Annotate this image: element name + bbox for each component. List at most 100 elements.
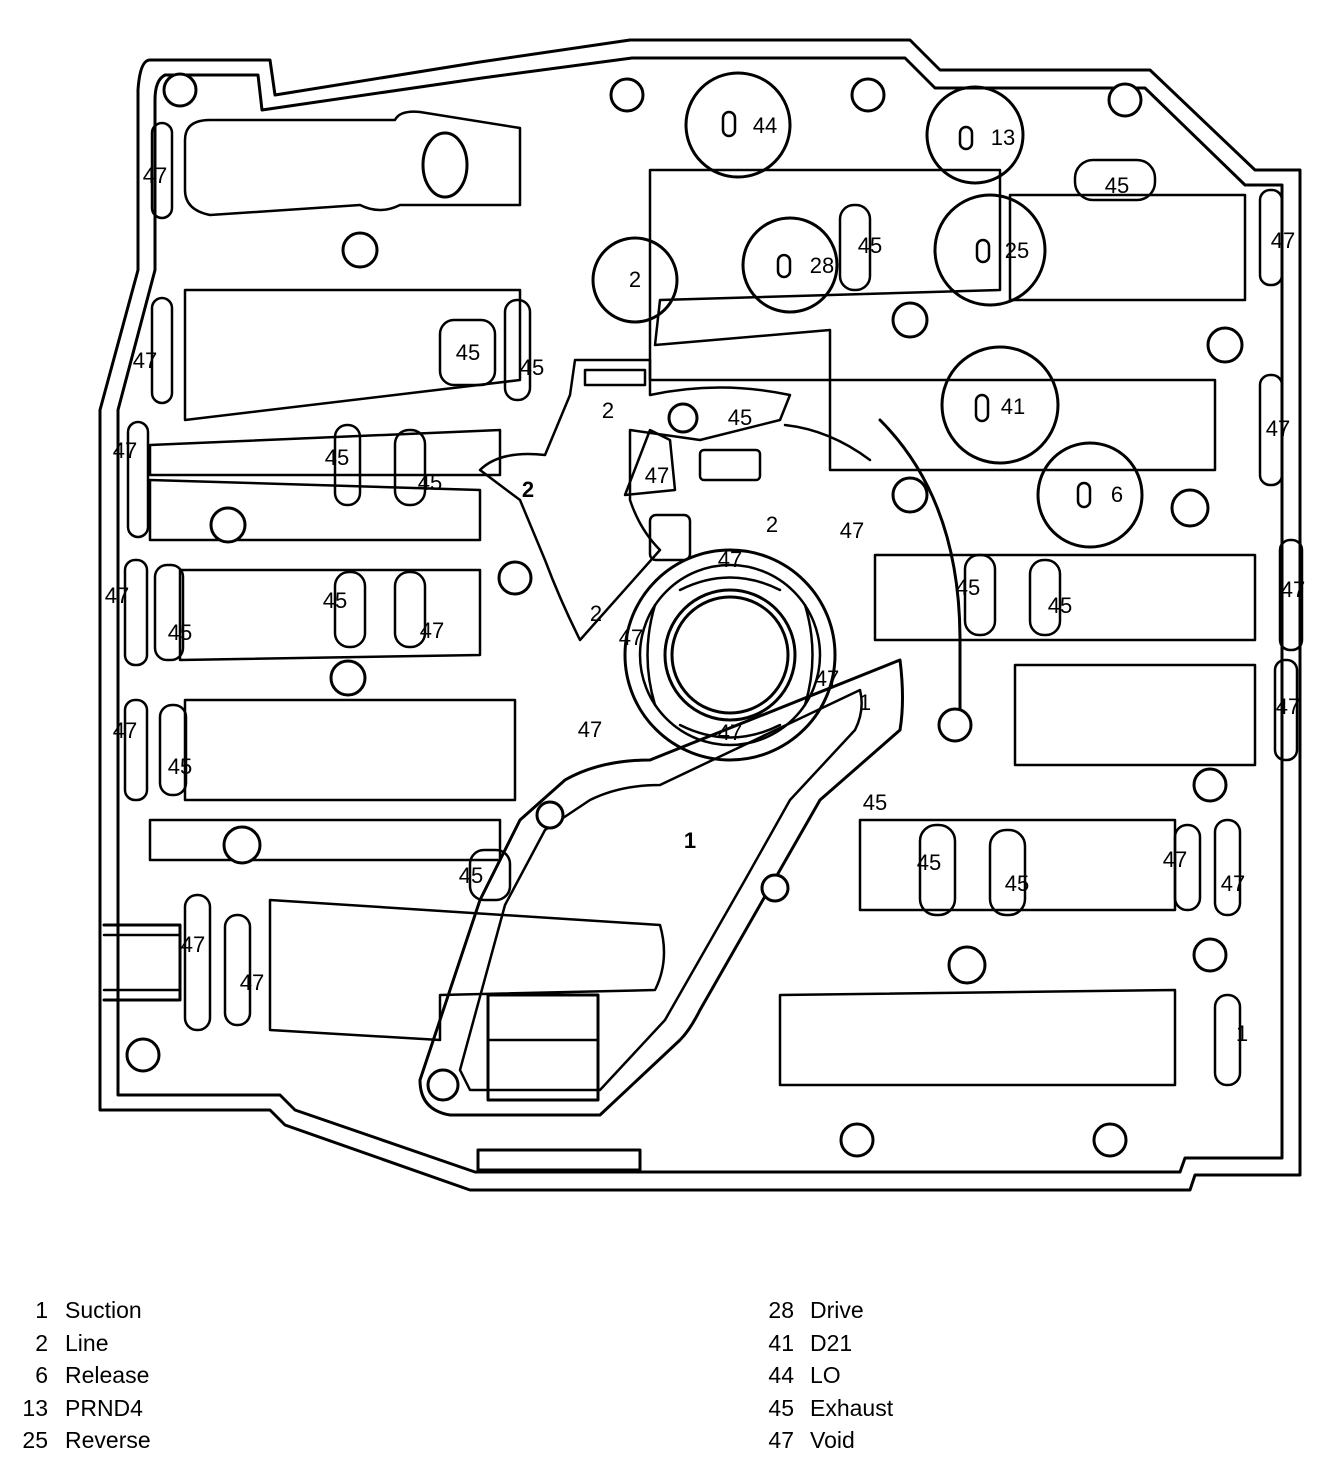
- slot: [393, 428, 427, 507]
- bolt-hole: [947, 945, 987, 985]
- passage-label: 2: [602, 398, 614, 423]
- passage-label: 45: [917, 850, 941, 875]
- bolt-hole: [497, 560, 533, 596]
- slot: [123, 558, 149, 667]
- slot: [123, 698, 149, 802]
- plate-inner-outline: [116, 56, 1284, 1174]
- slot: [963, 553, 997, 637]
- legend-name: Void: [810, 1427, 855, 1453]
- channel-right-1: [1008, 193, 1247, 302]
- slot: [988, 828, 1027, 917]
- passage-label: 47: [1266, 416, 1290, 441]
- bottom-tab: [476, 1148, 642, 1172]
- slot: [1213, 993, 1242, 1087]
- legend-item: 41 D21: [740, 1327, 893, 1360]
- slot: [126, 420, 150, 539]
- bolt-hole: [891, 301, 929, 339]
- legend-name: Exhaust: [810, 1394, 894, 1421]
- legend-number: 41: [768, 1329, 794, 1356]
- legend-number: 44: [768, 1362, 794, 1388]
- passage-label: 47: [815, 666, 839, 691]
- bolt-hole: [667, 402, 699, 434]
- slot: [153, 563, 185, 662]
- slot: [918, 823, 957, 917]
- legend-name: Reverse: [65, 1427, 151, 1453]
- passage-label: 47: [1163, 847, 1187, 872]
- slot: [1073, 158, 1157, 202]
- legend-number: 13: [22, 1394, 48, 1421]
- slot: [1028, 558, 1062, 637]
- line-passage-inner: [583, 368, 647, 387]
- channel-left-3: [148, 428, 502, 477]
- bolt-holes: [125, 72, 1244, 1158]
- arc-upper-45: [783, 423, 872, 462]
- legend-name: Release: [65, 1362, 150, 1388]
- slot: [1173, 823, 1202, 912]
- passage-label: 45: [520, 355, 544, 380]
- channel-upper-left: [183, 110, 522, 217]
- suction-passage-outer: [418, 658, 904, 1117]
- bolt-hole: [426, 1068, 460, 1102]
- legend-name: Drive: [810, 1297, 864, 1323]
- slot: [468, 848, 512, 902]
- pump-bore-outer: [663, 588, 797, 722]
- passage-label: 45: [168, 754, 192, 779]
- channel-right-2: [828, 378, 1217, 472]
- passage-label: 47: [420, 618, 444, 643]
- passage-label: 2: [522, 477, 534, 502]
- legend-number: 25: [22, 1427, 48, 1453]
- passage-label: 47: [1221, 871, 1245, 896]
- slot: [1258, 373, 1284, 487]
- valve-bore-44: [684, 71, 792, 179]
- valve-bore-13: [925, 85, 1025, 185]
- bolt-hole: [891, 476, 929, 514]
- passage-label: 47: [181, 932, 205, 957]
- legend-item: 45 Exhaust: [740, 1392, 893, 1425]
- passage-label: 47: [113, 438, 137, 463]
- legend-name: Line: [65, 1329, 109, 1356]
- passage-label: 28: [810, 253, 834, 278]
- slot: [393, 570, 427, 649]
- bolt-hole: [609, 77, 645, 113]
- passage-label: 13: [991, 125, 1015, 150]
- pump-ring-inner: [638, 563, 822, 747]
- slot: [1213, 818, 1242, 917]
- passage-label: 45: [418, 470, 442, 495]
- passage-label: 47: [718, 720, 742, 745]
- pump-slot-top: [678, 576, 782, 592]
- legend-name: D21: [810, 1329, 853, 1356]
- slot: [333, 570, 367, 649]
- bolt-hole: [1192, 937, 1228, 973]
- suction-passage-inner: [458, 688, 863, 1092]
- port-13: [958, 125, 974, 151]
- line-passage: [478, 358, 792, 642]
- channel-right-3: [873, 553, 1257, 642]
- legend-item: 25 Reverse: [0, 1424, 151, 1457]
- legend-number: 45: [768, 1394, 794, 1421]
- legend-name: Suction: [65, 1297, 142, 1323]
- legend-item: 13 PRND4: [0, 1392, 151, 1425]
- slot: [150, 121, 174, 220]
- pump-slot-right: [803, 603, 814, 707]
- valve-bore-41: [940, 345, 1060, 465]
- bolt-hole: [850, 77, 886, 113]
- valve-bore-25: [933, 193, 1047, 307]
- passage-label: 47: [143, 163, 167, 188]
- channel-left-4: [148, 478, 482, 542]
- valve-body-diagram: 47 44 13 45 47 2 28 45 25 47 45 45 2 45 …: [98, 38, 1305, 1192]
- passage-labels: 47 44 13 45 47 2 28 45 25 47 45 45 2 45 …: [105, 113, 1305, 1046]
- slot: [158, 703, 188, 797]
- bolt-hole: [1092, 1122, 1128, 1158]
- slot: [838, 203, 872, 292]
- pump-slot-bottom: [678, 723, 782, 739]
- channel-right-6: [778, 988, 1177, 1087]
- passage-label: 47: [1276, 694, 1300, 719]
- legend-name: PRND4: [65, 1394, 143, 1421]
- passage-label: 45: [456, 340, 480, 365]
- valve-bore-28: [741, 216, 839, 314]
- passage-label: 6: [1111, 482, 1123, 507]
